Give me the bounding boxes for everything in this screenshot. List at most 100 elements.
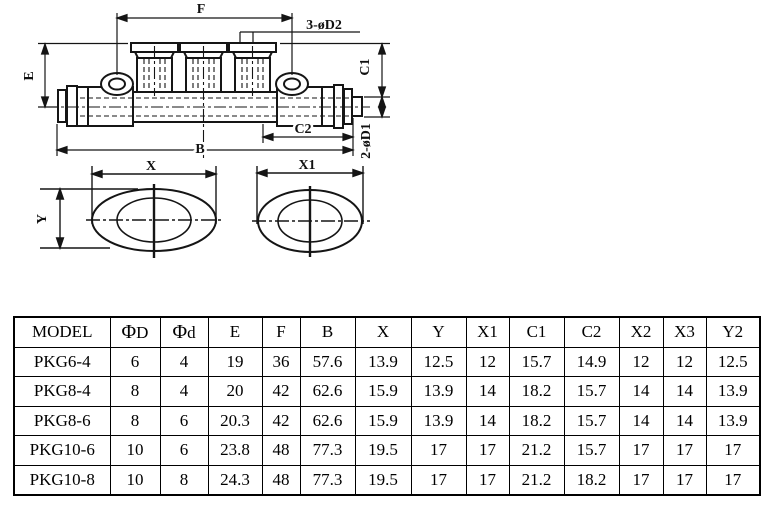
value-cell: 13.9 (705, 405, 761, 436)
column-header: X (354, 316, 412, 348)
value-cell: 15.7 (563, 435, 620, 466)
value-cell: 13.9 (705, 376, 761, 407)
value-cell: 12 (618, 346, 664, 377)
front-view-body (57, 42, 363, 129)
dim-label-c1: C1 (358, 58, 373, 75)
column-header: B (299, 316, 356, 348)
column-header: X1 (465, 316, 510, 348)
value-cell: 10 (109, 464, 161, 496)
dim-label-x: X (146, 159, 156, 174)
end-view-right (252, 186, 370, 257)
value-cell: 15.7 (563, 405, 620, 436)
model-cell: PKG8-4 (13, 376, 111, 407)
value-cell: 23.8 (207, 435, 263, 466)
value-cell: 42 (261, 405, 301, 436)
value-cell: 14 (465, 405, 510, 436)
value-cell: 20 (207, 376, 263, 407)
value-cell: 14.9 (563, 346, 620, 377)
left-release-button (100, 72, 134, 96)
model-cell: PKG10-8 (13, 464, 111, 496)
value-cell: 6 (159, 435, 209, 466)
value-cell: 19 (207, 346, 263, 377)
column-header: Y (410, 316, 467, 348)
value-cell: 12.5 (705, 346, 761, 377)
technical-drawing: F 3-øD2 E C1 C2 B 2-øD1 X Y X1 (22, 2, 390, 258)
value-cell: 62.6 (299, 376, 356, 407)
value-cell: 13.9 (410, 376, 467, 407)
centerlines (46, 46, 370, 158)
value-cell: 17 (465, 464, 510, 496)
value-cell: 18.2 (563, 464, 620, 496)
value-cell: 17 (618, 435, 664, 466)
end-view-left (86, 184, 224, 258)
column-header: ΦD (109, 316, 161, 348)
right-release-button (275, 72, 309, 96)
column-header: X2 (618, 316, 664, 348)
dim-label-x1: X1 (298, 158, 315, 173)
end-view-dimensions (40, 166, 364, 249)
hidden-lines (80, 59, 350, 117)
column-header: Y2 (705, 316, 761, 348)
column-header: C2 (563, 316, 620, 348)
value-cell: 36 (261, 346, 301, 377)
dim-label-f: F (197, 2, 206, 17)
value-cell: 24.3 (207, 464, 263, 496)
left-collar-ring (57, 89, 67, 123)
column-header: MODEL (13, 316, 111, 348)
value-cell: 4 (159, 376, 209, 407)
value-cell: 21.2 (508, 435, 565, 466)
value-cell: 17 (618, 464, 664, 496)
column-header: X3 (662, 316, 707, 348)
dim-label-e: E (22, 71, 37, 80)
dim-label-y: Y (35, 214, 50, 224)
value-cell: 19.5 (354, 464, 412, 496)
value-cell: 6 (159, 405, 209, 436)
value-cell: 14 (618, 376, 664, 407)
value-cell: 17 (662, 435, 707, 466)
value-cell: 18.2 (508, 405, 565, 436)
model-cell: PKG10-6 (13, 435, 111, 466)
value-cell: 14 (662, 405, 707, 436)
column-header: E (207, 316, 263, 348)
value-cell: 18.2 (508, 376, 565, 407)
value-cell: 15.7 (508, 346, 565, 377)
dim-label-3-oD2: 3-øD2 (306, 18, 342, 33)
value-cell: 48 (261, 464, 301, 496)
value-cell: 62.6 (299, 405, 356, 436)
dim-label-2-oD1: 2-øD1 (359, 123, 374, 159)
value-cell: 77.3 (299, 464, 356, 496)
value-cell: 17 (410, 464, 467, 496)
value-cell: 19.5 (354, 435, 412, 466)
value-cell: 8 (109, 376, 161, 407)
column-header: F (261, 316, 301, 348)
value-cell: 17 (662, 464, 707, 496)
dim-label-c2: C2 (294, 122, 311, 137)
value-cell: 17 (465, 435, 510, 466)
value-cell: 8 (159, 464, 209, 496)
value-cell: 48 (261, 435, 301, 466)
value-cell: 12 (465, 346, 510, 377)
column-header: C1 (508, 316, 565, 348)
value-cell: 42 (261, 376, 301, 407)
model-cell: PKG6-4 (13, 346, 111, 377)
column-header: Φd (159, 316, 209, 348)
value-cell: 14 (465, 376, 510, 407)
value-cell: 57.6 (299, 346, 356, 377)
value-cell: 12.5 (410, 346, 467, 377)
value-cell: 13.9 (354, 346, 412, 377)
value-cell: 13.9 (410, 405, 467, 436)
value-cell: 8 (109, 405, 161, 436)
value-cell: 17 (410, 435, 467, 466)
value-cell: 15.9 (354, 376, 412, 407)
value-cell: 4 (159, 346, 209, 377)
value-cell: 77.3 (299, 435, 356, 466)
